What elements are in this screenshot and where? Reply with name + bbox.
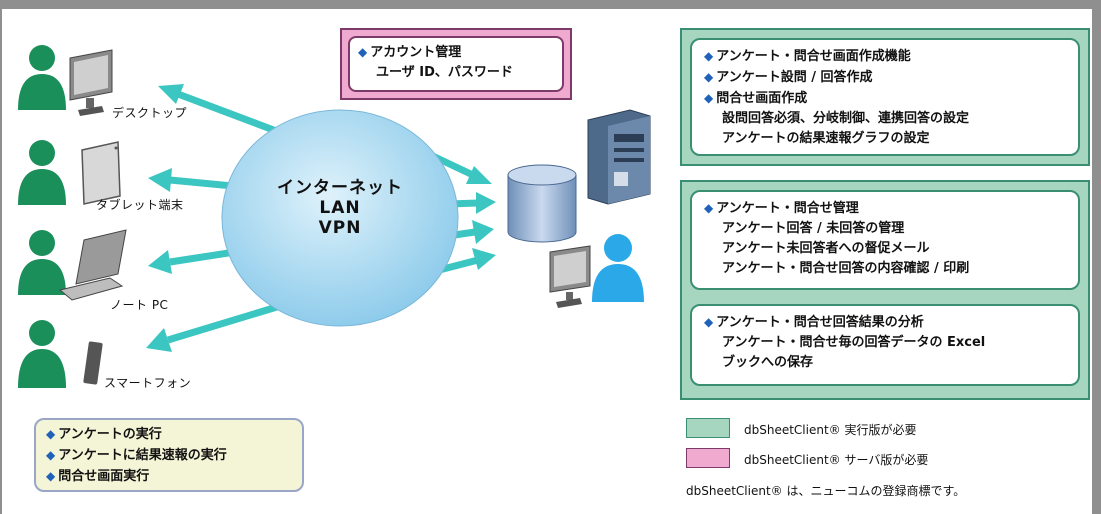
- diamond-bullet-icon: ◆: [358, 45, 368, 59]
- diamond-bullet-icon: ◆: [704, 315, 714, 329]
- analysis-panel: ◆アンケート・問合せ回答結果の分析 アンケート・問合せ毎の回答データの Exce…: [690, 304, 1080, 386]
- diamond-bullet-icon: ◆: [46, 427, 56, 441]
- person-icon: [18, 230, 66, 295]
- design-functions-box: ◆アンケート・問合せ画面作成機能 ◆アンケート設問 / 回答作成 ◆問合せ画面作…: [680, 28, 1090, 166]
- tablet-icon: [81, 141, 121, 205]
- diamond-bullet-icon: ◆: [704, 49, 714, 63]
- account-management-panel: ◆アカウント管理 ユーザ ID、パスワード: [348, 36, 564, 92]
- device-label-tablet: タブレット端末: [96, 198, 184, 212]
- account-management-box: ◆アカウント管理 ユーザ ID、パスワード: [340, 28, 572, 100]
- device-label-smartphone: スマートフォン: [104, 376, 192, 390]
- diamond-bullet-icon: ◆: [46, 469, 56, 483]
- person-icon: [18, 140, 66, 205]
- client-features-box: ◆アンケートの実行 ◆アンケートに結果速報の実行 ◆問合せ画面実行: [34, 418, 304, 492]
- diamond-bullet-icon: ◆: [704, 201, 714, 215]
- admin-monitor-icon: [549, 245, 591, 308]
- person-icon: [18, 45, 66, 110]
- legend-swatch-server: [686, 448, 730, 468]
- internet-label: インターネット LAN VPN: [277, 178, 403, 238]
- person-icon: [18, 320, 66, 388]
- legend-swatch-runtime: [686, 418, 730, 438]
- smartphone-icon: [83, 341, 103, 385]
- management-functions-box: ◆アンケート・問合せ管理 アンケート回答 / 未回答の管理 アンケート未回答者へ…: [680, 180, 1090, 400]
- device-label-laptop: ノート PC: [110, 298, 169, 312]
- trademark-note: dbSheetClient® は、ニューコムの登録商標です。: [686, 484, 966, 498]
- admin-person-icon: [592, 234, 644, 302]
- diamond-bullet-icon: ◆: [704, 70, 714, 84]
- management-panel: ◆アンケート・問合せ管理 アンケート回答 / 未回答の管理 アンケート未回答者へ…: [690, 190, 1080, 290]
- server-icon: [587, 109, 651, 205]
- database-icon: [507, 164, 577, 243]
- diamond-bullet-icon: ◆: [46, 448, 56, 462]
- design-functions-panel: ◆アンケート・問合せ画面作成機能 ◆アンケート設問 / 回答作成 ◆問合せ画面作…: [690, 38, 1080, 156]
- legend-runtime: dbSheetClient® 実行版が必要: [744, 423, 917, 437]
- legend-server: dbSheetClient® サーバ版が必要: [744, 453, 929, 467]
- device-label-desktop: デスクトップ: [112, 106, 188, 120]
- desktop-monitor-icon: [69, 49, 113, 116]
- laptop-icon: [58, 229, 127, 301]
- internet-globe: [221, 109, 459, 327]
- diamond-bullet-icon: ◆: [704, 91, 714, 105]
